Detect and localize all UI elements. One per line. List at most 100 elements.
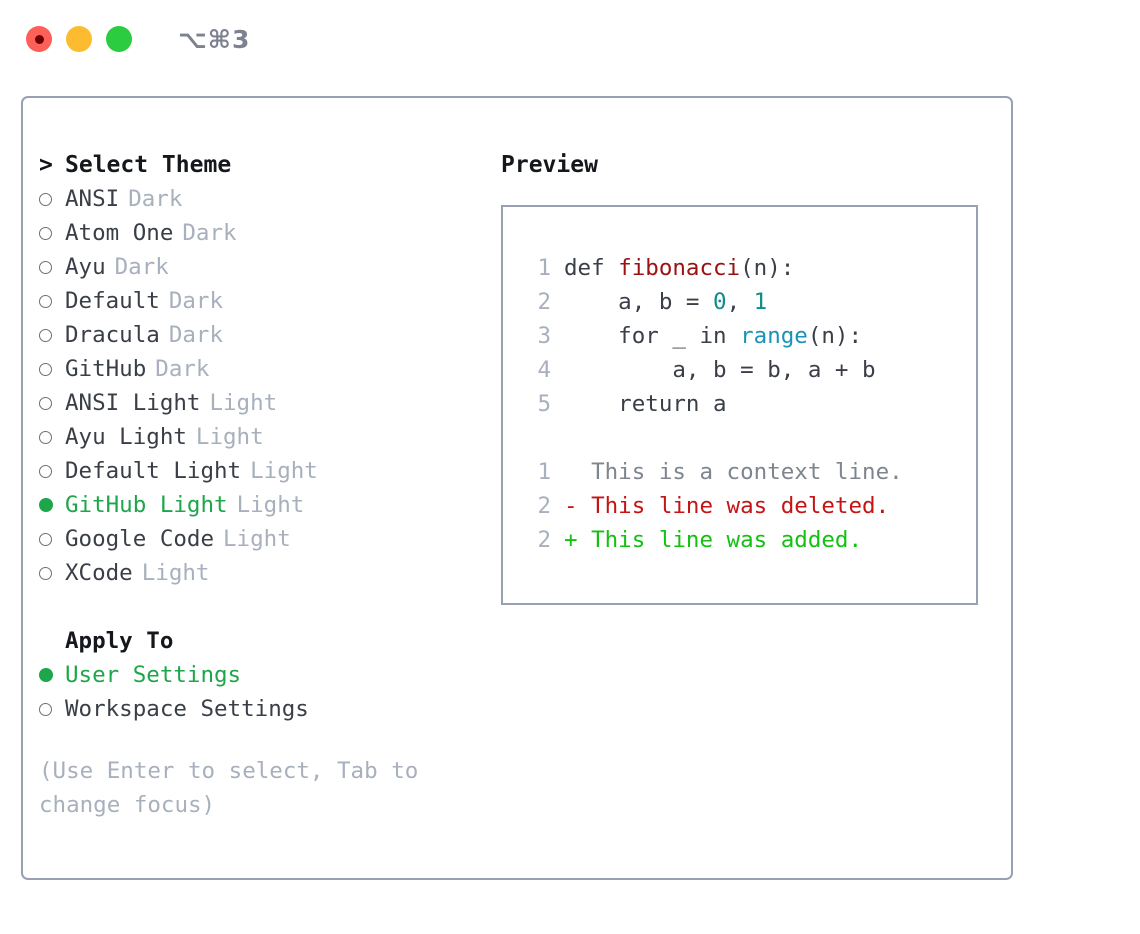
theme-name: ANSI Light xyxy=(65,390,201,416)
diff-marker: - xyxy=(564,493,592,519)
window-titlebar: ⌥⌘3 xyxy=(0,0,1140,78)
radio-empty-icon[interactable] xyxy=(39,702,65,716)
line-number: 3 xyxy=(537,323,551,349)
radio-empty-icon[interactable] xyxy=(39,328,65,342)
code-diff-gap xyxy=(503,421,976,455)
theme-variant-tag: Dark xyxy=(128,186,183,212)
code-line: 5 return a xyxy=(503,387,976,421)
radio-empty-icon[interactable] xyxy=(39,362,65,376)
diff-text: This line was added. xyxy=(591,527,863,553)
theme-name: Ayu Light xyxy=(65,424,187,450)
radio-empty-icon[interactable] xyxy=(39,192,65,206)
theme-name: GitHub Light xyxy=(65,492,228,518)
apply-to-label: Workspace Settings xyxy=(65,696,309,722)
code-token: a, b = xyxy=(564,289,714,315)
theme-name: ANSI xyxy=(65,186,120,212)
theme-list-item[interactable]: Default Light Light xyxy=(39,454,489,488)
line-number: 1 xyxy=(537,255,551,281)
theme-list-item[interactable]: GitHub Dark xyxy=(39,352,489,386)
radio-empty-icon[interactable] xyxy=(39,532,65,546)
theme-name: Default Light xyxy=(65,458,242,484)
maximize-dot-icon[interactable] xyxy=(106,26,132,52)
theme-variant-tag: Dark xyxy=(114,254,169,280)
theme-list-item[interactable]: ANSI Dark xyxy=(39,182,489,216)
theme-list-item[interactable]: Dracula Dark xyxy=(39,318,489,352)
diff-sample: 1 This is a context line.2- This line wa… xyxy=(503,455,976,557)
theme-variant-tag: Light xyxy=(236,492,305,518)
radio-empty-icon[interactable] xyxy=(39,464,65,478)
theme-variant-tag: Dark xyxy=(168,288,224,314)
theme-name: GitHub xyxy=(65,356,147,382)
radio-selected-icon[interactable] xyxy=(39,498,65,512)
theme-list-item[interactable]: Ayu Dark xyxy=(39,250,489,284)
theme-list-item[interactable]: Default Dark xyxy=(39,284,489,318)
diff-text: This is a context line. xyxy=(591,459,903,485)
minimize-dot-icon[interactable] xyxy=(66,26,92,52)
radio-empty-icon[interactable] xyxy=(39,294,65,308)
select-theme-header: > Select Theme xyxy=(39,148,489,182)
line-number: 5 xyxy=(537,391,551,417)
radio-empty-icon[interactable] xyxy=(39,396,65,410)
code-token: , xyxy=(726,289,754,315)
close-dot-icon[interactable] xyxy=(26,26,52,52)
line-number: 2 xyxy=(537,289,551,315)
radio-empty-icon[interactable] xyxy=(39,226,65,240)
theme-list-item[interactable]: ANSI Light Light xyxy=(39,386,489,420)
line-number: 2 xyxy=(537,527,551,553)
theme-name: Google Code xyxy=(65,526,215,552)
code-token: 0 xyxy=(713,289,727,315)
theme-name: Dracula xyxy=(65,322,160,348)
radio-selected-icon[interactable] xyxy=(39,668,65,682)
theme-list-item[interactable]: Google Code Light xyxy=(39,522,489,556)
recording-indicator-icon xyxy=(34,34,44,44)
code-token: a, b = b, a + b xyxy=(564,357,876,383)
code-token: def xyxy=(564,255,619,281)
list-spacer xyxy=(39,590,489,624)
line-number: 4 xyxy=(537,357,551,383)
code-token: fibonacci xyxy=(618,255,741,281)
diff-text: This line was deleted. xyxy=(591,493,890,519)
apply-to-header: Apply To xyxy=(65,628,174,654)
radio-empty-icon[interactable] xyxy=(39,430,65,444)
radio-empty-icon[interactable] xyxy=(39,260,65,274)
theme-variant-tag: Light xyxy=(223,526,291,552)
apply-to-option[interactable]: Workspace Settings xyxy=(39,692,489,726)
preview-title: Preview xyxy=(501,152,598,178)
theme-list-item[interactable]: GitHub Light Light xyxy=(39,488,489,522)
select-theme-label: Select Theme xyxy=(65,152,232,178)
apply-to-option[interactable]: User Settings xyxy=(39,658,489,692)
theme-name: Default xyxy=(65,288,160,314)
theme-variant-tag: Dark xyxy=(155,356,210,382)
code-token: (n): xyxy=(740,255,795,281)
radio-empty-icon[interactable] xyxy=(39,566,65,580)
theme-list-item[interactable]: Ayu Light Light xyxy=(39,420,489,454)
keyboard-shortcut-label: ⌥⌘3 xyxy=(178,24,251,54)
theme-variant-tag: Light xyxy=(209,390,278,416)
code-token: for _ in xyxy=(564,323,741,349)
theme-variant-tag: Light xyxy=(250,458,318,484)
caret-right-icon: > xyxy=(39,151,53,178)
code-line: 3 for _ in range(n): xyxy=(503,319,976,353)
diff-line: 1 This is a context line. xyxy=(503,455,976,489)
diff-line: 2+ This line was added. xyxy=(503,523,976,557)
theme-name: Ayu xyxy=(65,254,106,280)
theme-variant-tag: Dark xyxy=(168,322,224,348)
window-controls xyxy=(26,26,132,52)
keyboard-hint-text: (Use Enter to select, Tab to change focu… xyxy=(39,758,432,818)
code-line: 1 def fibonacci(n): xyxy=(503,251,976,285)
theme-variant-tag: Light xyxy=(195,424,264,450)
code-token: (n): xyxy=(807,323,863,349)
code-line: 4 a, b = b, a + b xyxy=(503,353,976,387)
code-line: 2 a, b = 0, 1 xyxy=(503,285,976,319)
code-token: 1 xyxy=(753,289,768,315)
diff-line: 2- This line was deleted. xyxy=(503,489,976,523)
